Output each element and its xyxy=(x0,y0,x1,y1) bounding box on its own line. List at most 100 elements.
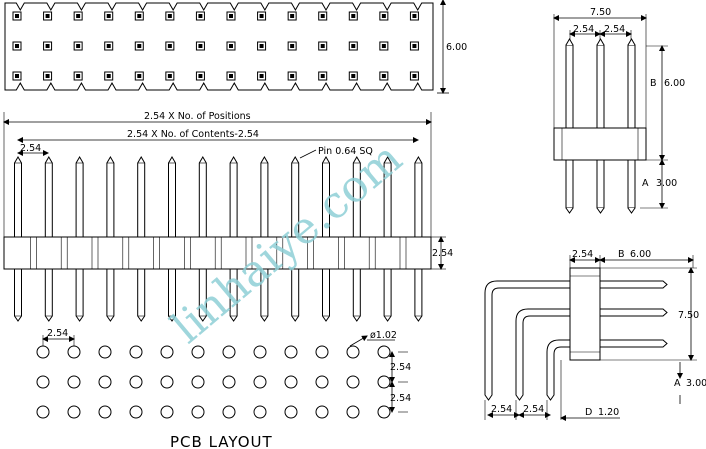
pcb-holes xyxy=(36,345,391,419)
pcb-hole xyxy=(253,375,267,389)
side-view: 7.50 2.54 2.54 B 6.00 A 3.00 xyxy=(553,7,685,214)
top-view-pads xyxy=(12,11,419,81)
top-pad xyxy=(226,11,236,21)
top-pad xyxy=(12,11,22,21)
top-pad xyxy=(409,71,419,81)
side-width-label: 7.50 xyxy=(590,7,611,18)
top-pad xyxy=(104,71,114,81)
top-pad xyxy=(287,41,297,51)
pcb-hole xyxy=(36,375,50,389)
top-pad xyxy=(43,11,53,21)
top-pad xyxy=(409,11,419,21)
pcb-hole xyxy=(284,375,298,389)
insulator-height-label: 2.54 xyxy=(432,248,453,259)
right-angle-view: 2.54 B 6.00 7.50 A 3.00 2.54 2.54 xyxy=(484,249,706,421)
pcb-hole xyxy=(222,375,236,389)
ra-bottom-pitch-2: 2.54 xyxy=(523,404,544,415)
ra-height-label: 7.50 xyxy=(678,310,699,321)
side-insulator xyxy=(553,127,647,161)
insulator-body xyxy=(3,236,432,270)
positions-label: 2.54 X No. of Positions xyxy=(144,111,251,122)
pcb-hole xyxy=(160,405,174,419)
top-pad xyxy=(409,41,419,51)
top-view-outline xyxy=(4,2,434,91)
pcb-hole xyxy=(284,405,298,419)
pcb-hole xyxy=(36,345,50,359)
insulator-lines xyxy=(30,237,407,269)
top-pad xyxy=(12,41,22,51)
ra-a-value: 3.00 xyxy=(686,378,706,389)
ra-pitch-label: 2.54 xyxy=(572,249,593,260)
top-pad xyxy=(73,11,83,21)
pcb-hole xyxy=(253,345,267,359)
pcb-hole xyxy=(377,345,391,359)
ra-b-value: 6.00 xyxy=(630,249,651,260)
pcb-hole xyxy=(346,405,360,419)
side-pitch-label-2: 2.54 xyxy=(604,24,625,35)
pcb-hole xyxy=(346,375,360,389)
side-a-label: A xyxy=(642,178,649,189)
pcb-hole xyxy=(67,345,81,359)
top-pad xyxy=(134,41,144,51)
contents-label: 2.54 X No. of Contents-2.54 xyxy=(127,129,259,140)
pcb-layout: 2.54 ø1.02 2.54 2.54 PCB LAYOUT xyxy=(36,328,411,449)
pcb-hole xyxy=(346,345,360,359)
top-pad xyxy=(195,41,205,51)
ra-d-value: 1.20 xyxy=(598,407,619,418)
pcb-hole xyxy=(377,375,391,389)
top-pad xyxy=(165,71,175,81)
pcb-hole xyxy=(222,405,236,419)
hole-diameter-label: ø1.02 xyxy=(370,330,397,341)
top-pad xyxy=(348,41,358,51)
ra-insulator xyxy=(569,267,601,361)
top-pad xyxy=(73,71,83,81)
top-pad xyxy=(12,71,22,81)
top-pad xyxy=(226,71,236,81)
pcb-hole xyxy=(315,405,329,419)
top-pad xyxy=(287,11,297,21)
row-pitch-label-1: 2.54 xyxy=(390,362,411,373)
top-pad xyxy=(257,41,267,51)
top-pad xyxy=(134,11,144,21)
pcb-hole xyxy=(284,345,298,359)
pcb-hole xyxy=(129,375,143,389)
top-pad xyxy=(43,71,53,81)
pcb-hole xyxy=(191,345,205,359)
top-view: 6.00 xyxy=(4,0,467,94)
pcb-pitch-label: 2.54 xyxy=(47,328,68,339)
top-pad xyxy=(318,71,328,81)
pcb-hole xyxy=(191,405,205,419)
pcb-hole xyxy=(98,375,112,389)
ra-b-label: B xyxy=(618,249,625,260)
top-pad xyxy=(318,41,328,51)
pcb-hole xyxy=(67,375,81,389)
front-view: 2.54 X No. of Positions 2.54 X No. of Co… xyxy=(3,111,453,322)
top-pad xyxy=(43,41,53,51)
pcb-hole xyxy=(98,405,112,419)
top-pad xyxy=(73,41,83,51)
top-pad xyxy=(165,11,175,21)
pcb-hole xyxy=(377,405,391,419)
pcb-hole xyxy=(129,345,143,359)
side-pitch-label-1: 2.54 xyxy=(573,24,594,35)
top-pad xyxy=(379,11,389,21)
pcb-hole xyxy=(253,405,267,419)
top-pad xyxy=(348,71,358,81)
top-pad xyxy=(226,41,236,51)
top-pad xyxy=(379,41,389,51)
pcb-hole xyxy=(160,375,174,389)
ra-a-label: A xyxy=(674,378,681,389)
pcb-hole xyxy=(129,405,143,419)
top-pad xyxy=(257,71,267,81)
top-pad xyxy=(165,41,175,51)
row-pitch-label-2: 2.54 xyxy=(390,393,411,404)
front-pitch-label: 2.54 xyxy=(20,143,41,154)
top-pad xyxy=(104,11,114,21)
pcb-hole xyxy=(36,405,50,419)
top-pad xyxy=(134,71,144,81)
top-pad xyxy=(195,71,205,81)
top-pad xyxy=(257,11,267,21)
side-a-value: 3.00 xyxy=(656,178,677,189)
top-pad xyxy=(104,41,114,51)
